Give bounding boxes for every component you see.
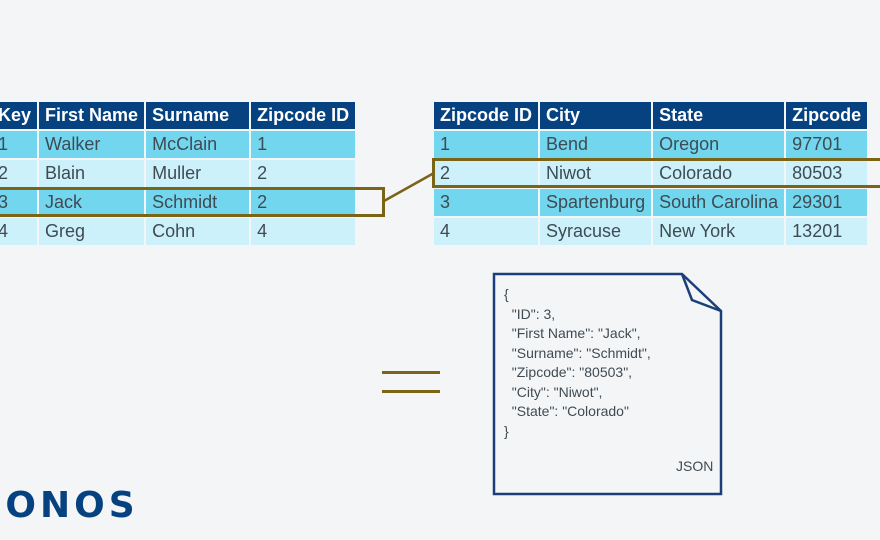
table-cell: Jack [39,189,145,216]
table-cell: Bend [540,131,652,158]
json-line: "State": "Colorado" [504,403,629,419]
table-cell: Walker [39,131,145,158]
header-city: City [540,102,652,129]
table-cell: 2 [0,160,38,187]
equals-bar-top [382,371,440,374]
json-label: JSON [676,458,714,474]
table-row: 4 Greg Cohn 4 [0,218,356,245]
table-cell: 4 [0,218,38,245]
table-row: 3 Spartenburg South Carolina 29301 [434,189,868,216]
equals-bar-bottom [382,390,440,393]
table-cell: Greg [39,218,145,245]
header-zipcode-id: Zipcode ID [251,102,356,129]
table-cell: Oregon [653,131,785,158]
table-cell: Cohn [146,218,250,245]
table-cell: 80503 [786,160,868,187]
json-line: { [504,286,509,302]
header-zipcode-id: Zipcode ID [434,102,539,129]
table-cell: 97701 [786,131,868,158]
json-line: "Zipcode": "80503", [504,364,633,380]
json-content: { "ID": 3, "First Name": "Jack", "Surnam… [504,285,651,441]
json-line: "City": "Niwot", [504,383,603,400]
table-cell: 1 [434,131,539,158]
json-line: "Surname": "Schmidt", [504,344,651,361]
table-cell: 1 [0,131,38,158]
table-row: 1 Walker McClain 1 [0,131,356,158]
table-row: 1 Bend Oregon 97701 [434,131,868,158]
table-cell: 4 [251,218,356,245]
table-row: 4 Syracuse New York 13201 [434,218,868,245]
json-line: "ID": 3, [504,305,556,322]
json-line: } [504,422,509,439]
json-document-icon [492,272,723,496]
table-cell: 2 [251,189,356,216]
table-cell: Schmidt [146,189,250,216]
table-cell: Muller [146,160,250,187]
equals-sign [382,371,440,395]
header-state: State [653,102,785,129]
zipcode-table: Zipcode ID City State Zipcode 1 Bend Ore… [432,100,869,247]
json-line: "First Name": "Jack", [504,325,641,341]
table-row-highlighted: 3 Jack Schmidt 2 [0,189,356,216]
table-cell: Blain [39,160,145,187]
ionos-logo: IONOS [0,485,139,526]
table-cell: Syracuse [540,218,652,245]
table-cell: 1 [251,131,356,158]
table-cell: McClain [146,131,250,158]
table-cell: South Carolina [653,189,785,216]
header-key: Key [0,102,38,129]
table-cell: 3 [0,189,38,216]
header-first-name: First Name [39,102,145,129]
table-cell: 2 [434,160,539,187]
table-cell: 13201 [786,218,868,245]
table-cell: Colorado [653,160,785,187]
zipcode-table-header-row: Zipcode ID City State Zipcode [434,102,868,129]
customer-table-header-row: Key First Name Surname Zipcode ID [0,102,356,129]
customer-table: Key First Name Surname Zipcode ID 1 Walk… [0,100,357,247]
table-cell: 3 [434,189,539,216]
table-cell: 29301 [786,189,868,216]
table-cell: Niwot [540,160,652,187]
table-cell: 2 [251,160,356,187]
header-zipcode: Zipcode [786,102,868,129]
highlight-frame-left [0,187,385,217]
table-cell: Spartenburg [540,189,652,216]
table-cell: 4 [434,218,539,245]
table-row-highlighted: 2 Niwot Colorado 80503 [434,160,868,187]
table-row: 2 Blain Muller 2 [0,160,356,187]
table-cell: New York [653,218,785,245]
header-surname: Surname [146,102,250,129]
